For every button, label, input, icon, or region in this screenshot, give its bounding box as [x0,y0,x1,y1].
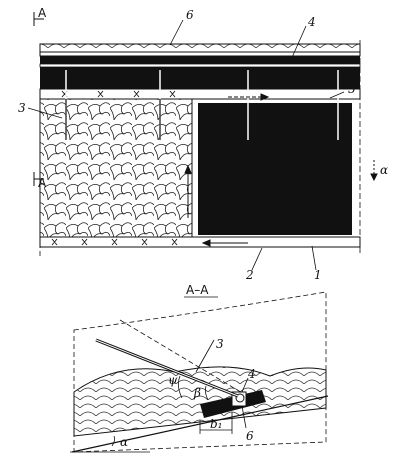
dip-arrow-top [370,160,378,182]
roof-band [39,51,361,57]
b1-dimension [199,412,233,434]
upper-drift-crosses [61,90,176,98]
leader-lines [27,19,345,271]
alpha-arc [111,435,116,447]
roof-coal-layer [40,67,360,89]
label-6: 6 [186,8,194,22]
dashed-guide [119,319,245,395]
caved-rock-mound [73,366,327,437]
upper-drift [39,88,361,100]
section-title: A–A [186,283,209,297]
bottom-label-3: 3 [216,337,224,351]
flow-arrows [184,93,270,247]
label-4: 4 [307,15,316,29]
label-1: 1 [314,268,322,282]
alpha-bottom-label: α [120,435,128,449]
label-3: 3 [18,101,26,115]
b1-label: b₁ [210,417,223,431]
section-mark-top-label: A [38,6,47,20]
section-mark-mid [33,172,44,186]
section-leaders [195,339,249,429]
alpha-top-label: α [380,163,388,177]
bottom-label-6: 6 [246,429,254,443]
cross-section-view: 3 4 6 ψ β b₁ α [70,291,329,453]
beta-label: β [193,386,201,400]
beta-arc [204,385,209,401]
section-mark-mid-label: A [38,176,47,190]
lower-drift-crosses [51,238,178,246]
psi-label: ψ [168,373,178,387]
label-5: 5 [348,82,356,96]
coal-pillar-block [198,103,352,235]
seam-gap [39,63,361,68]
caved-goaf [39,98,193,238]
section-mark-top [33,12,44,26]
section-outline [73,291,327,453]
top-rock-band [39,43,361,53]
boom-rod-inner [95,339,239,397]
plan-view: A A 6 4 5 3 2 1 α [18,6,388,282]
psi-arc [178,375,183,399]
upper-seam [40,56,360,64]
lower-drift [39,236,361,248]
label-2: 2 [245,268,254,282]
drill-holes-goaf [65,99,161,140]
bottom-label-4: 4 [247,367,256,381]
